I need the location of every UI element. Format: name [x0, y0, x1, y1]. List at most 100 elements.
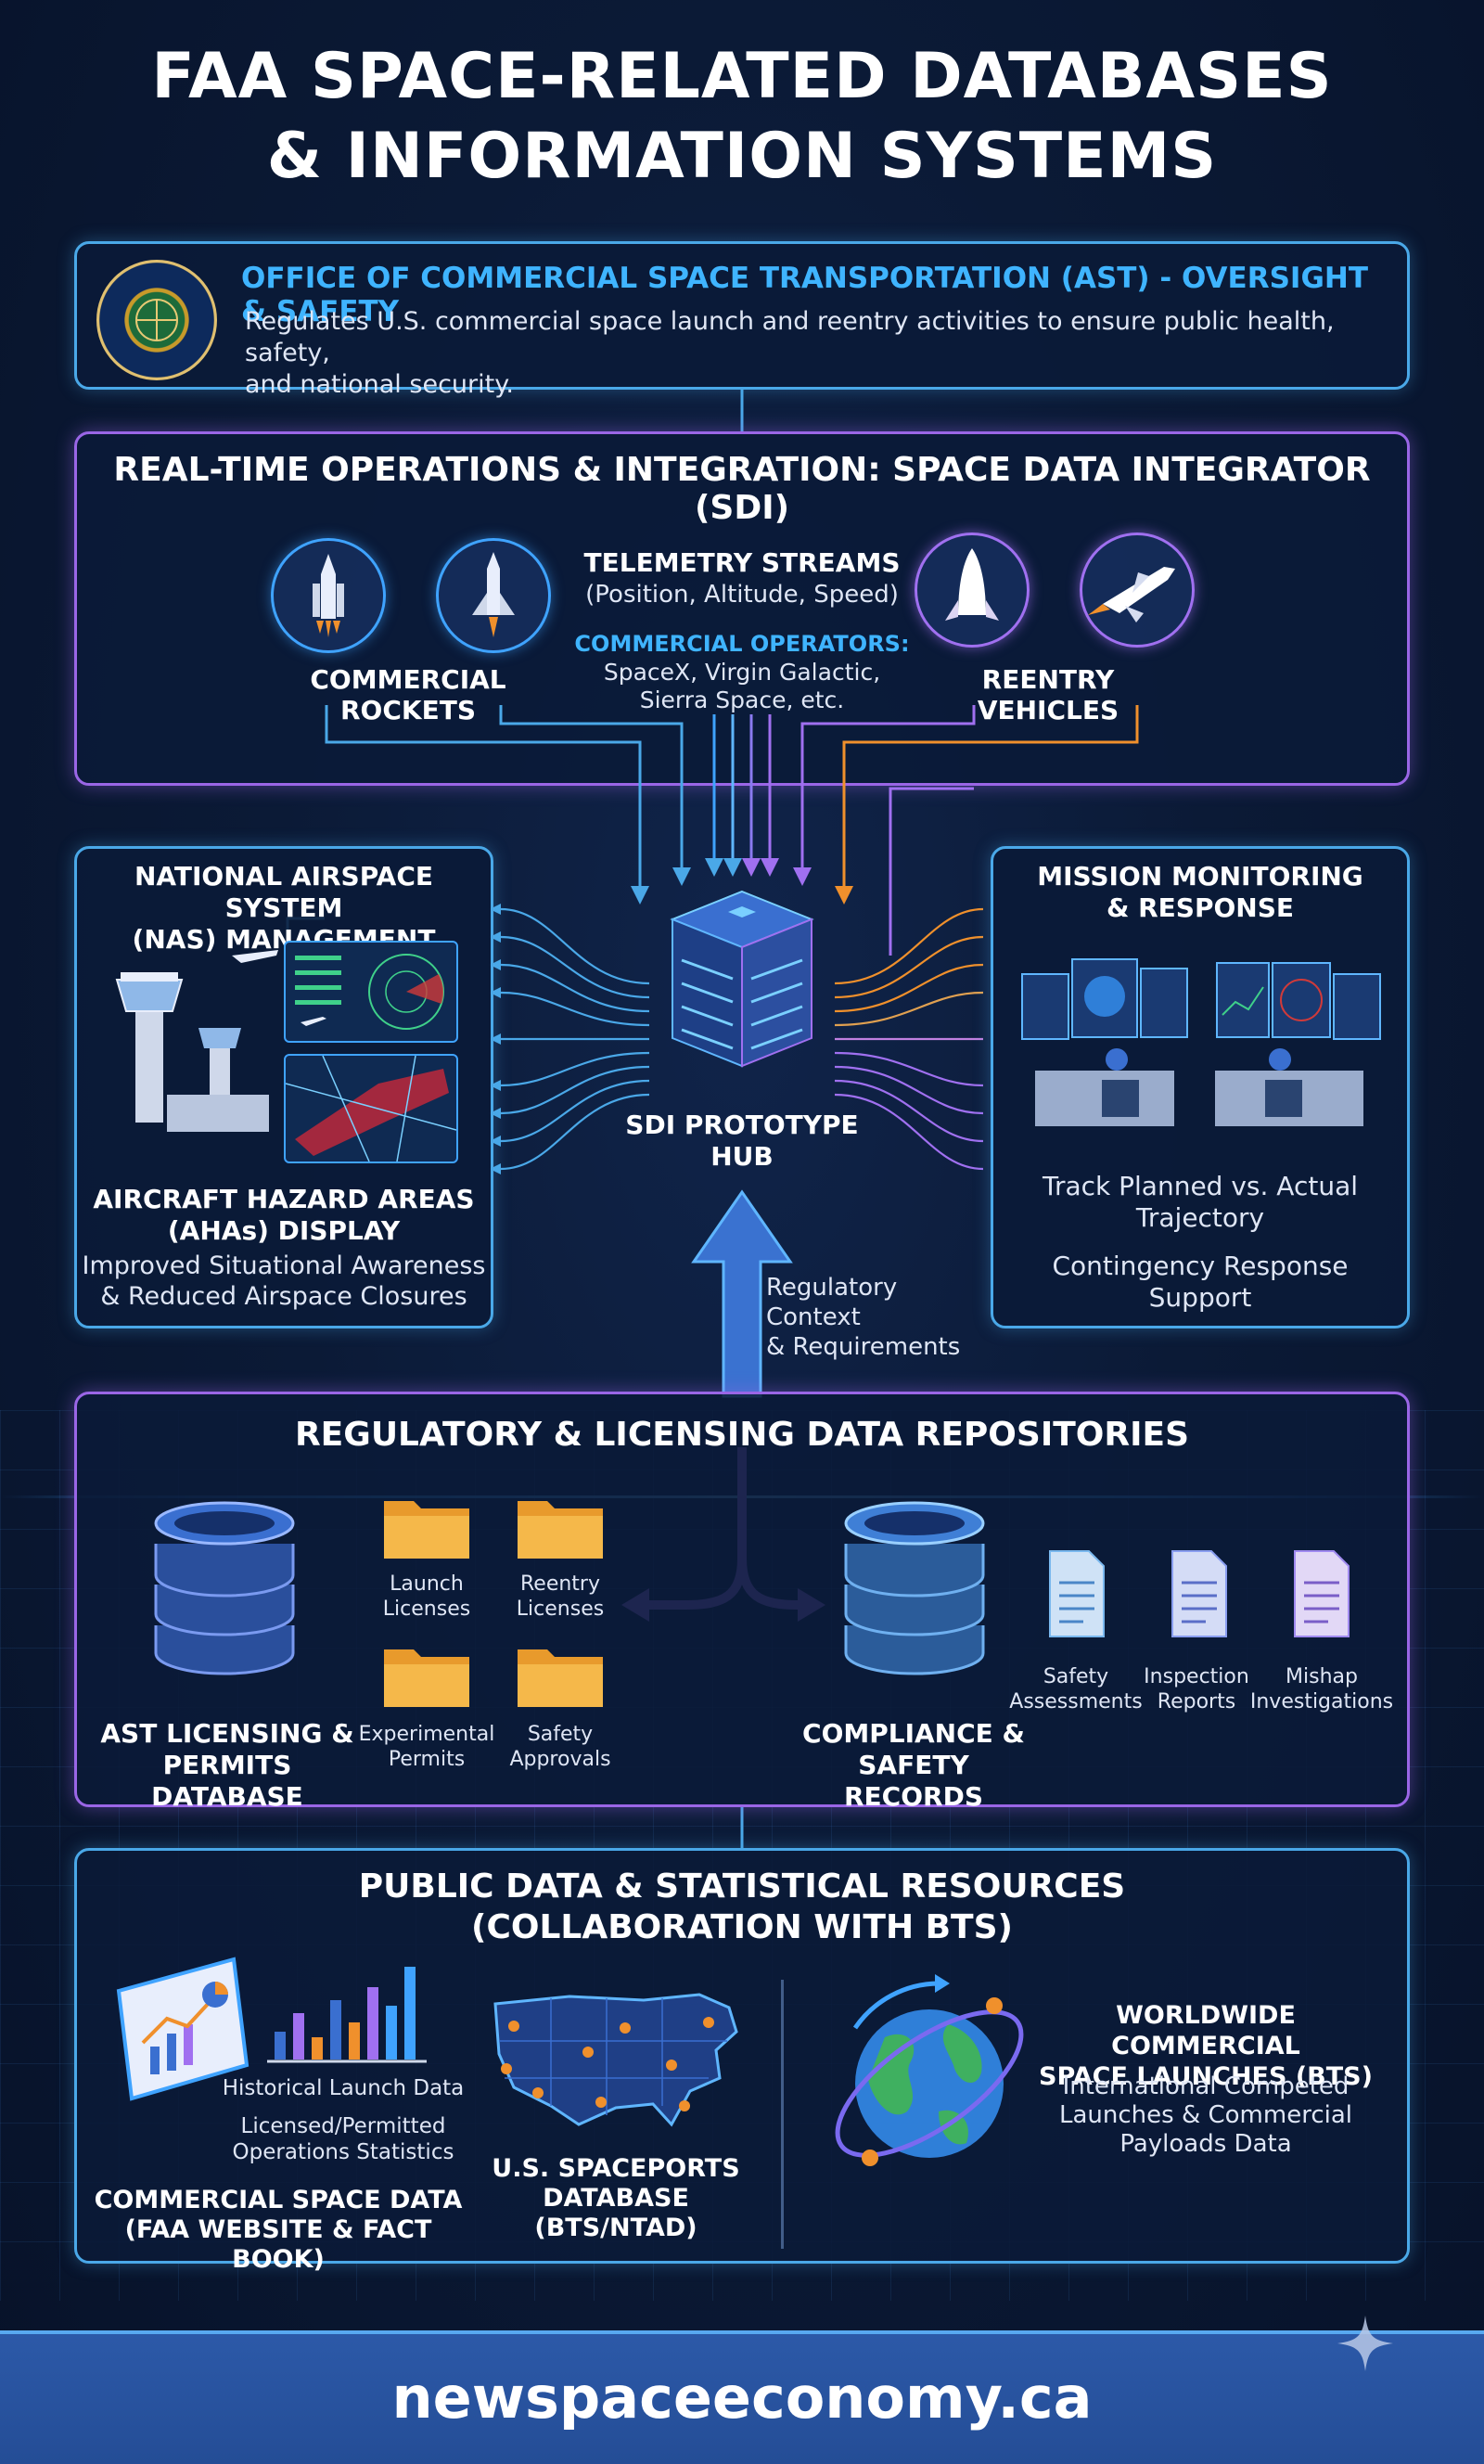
doc-label-safety-assessments: Safety Assessments — [1002, 1664, 1150, 1714]
mission-heading: MISSION MONITORING & RESPONSE — [991, 861, 1410, 924]
track-line: Trajectory — [1135, 1202, 1265, 1233]
document-icon — [1163, 1549, 1230, 1638]
spaceports-line: U.S. SPACEPORTS — [492, 2154, 740, 2183]
commercial-rockets-label: COMMERCIAL ROCKETS — [310, 664, 506, 725]
folder-label-line: Reentry — [519, 1572, 600, 1596]
folder-label-safety-approvals: Safety Approvals — [486, 1722, 634, 1772]
rocket-icon — [271, 538, 386, 653]
historical-launch-data-label: Historical Launch Data — [222, 2076, 465, 2100]
folder-icon — [382, 1494, 471, 1560]
hub-label: SDI PROTOTYPE HUB — [603, 1110, 881, 1173]
spaceports-line: DATABASE — [543, 2184, 689, 2213]
commercial-operators-title: COMMERCIAL OPERATORS: — [574, 631, 910, 657]
mission-control-desk-icon — [1017, 941, 1388, 1145]
worldwide-desc-line: Payloads Data — [1119, 2130, 1292, 2158]
footer-website-link[interactable]: newspaceeconomy.ca — [391, 2364, 1093, 2432]
bar-chart-icon — [263, 1954, 430, 2065]
ast-desc-line: Regulates U.S. commercial space launch a… — [245, 307, 1335, 367]
folder-icon — [516, 1494, 605, 1560]
doc-label-line: Mishap — [1286, 1665, 1358, 1688]
mission-heading-line: & RESPONSE — [1106, 892, 1295, 923]
us-map-icon — [486, 1976, 746, 2143]
public-data-heading: PUBLIC DATA & STATISTICAL RESOURCES (COL… — [74, 1867, 1410, 1948]
folder-label-line: Launch — [390, 1572, 464, 1596]
mission-heading-line: MISSION MONITORING — [1037, 861, 1363, 892]
ast-database-icon — [150, 1495, 299, 1681]
document-icon — [1286, 1549, 1352, 1638]
doc-label-line: Reports — [1157, 1690, 1236, 1713]
server-hub-icon — [663, 886, 821, 1072]
sparkle-icon — [1336, 2314, 1395, 2373]
section-divider — [781, 1980, 784, 2249]
worldwide-desc-line: International Competed — [1062, 2073, 1350, 2100]
title-line-2: & INFORMATION SYSTEMS — [266, 120, 1218, 193]
compliance-line: COMPLIANCE & — [802, 1718, 1025, 1749]
ast-db-line: PERMITS DATABASE — [151, 1750, 303, 1812]
ops-stats-line: Licensed/Permitted — [240, 2114, 446, 2138]
folder-label-reentry-licenses: Reentry Licenses — [486, 1572, 634, 1622]
compliance-line: SAFETY RECORDS — [843, 1750, 983, 1812]
folder-label-line: Licenses — [516, 1598, 605, 1621]
document-icon — [1041, 1549, 1107, 1638]
ast-heading: OFFICE OF COMMERCIAL SPACE TRANSPORTATIO… — [241, 262, 1368, 328]
control-tower-icon — [102, 937, 278, 1141]
folder-label-experimental-permits: Experimental Permits — [352, 1722, 501, 1772]
ast-desc-line: and national security. — [245, 370, 514, 399]
telemetry-streams-title: TELEMETRY STREAMS — [583, 547, 901, 578]
page-title: FAA SPACE-RELATED DATABASES & INFORMATIO… — [0, 37, 1484, 197]
public-heading-line: (COLLABORATION WITH BTS) — [471, 1908, 1013, 1946]
contingency-line: Contingency Response — [1052, 1251, 1349, 1281]
worldwide-desc-line: Launches & Commercial — [1059, 2101, 1352, 2129]
folder-label-launch-licenses: Launch Licenses — [352, 1572, 501, 1622]
folder-label-line: Safety — [527, 1723, 594, 1746]
ast-db-line: AST LICENSING & — [100, 1718, 354, 1749]
regulatory-heading: REGULATORY & LICENSING DATA REPOSITORIES — [294, 1416, 1190, 1454]
reentry-vehicles-label: REENTRY VEHICLES — [977, 664, 1119, 725]
operators-line: SpaceX, Virgin Galactic, — [603, 659, 881, 686]
space-shuttle-icon — [436, 538, 551, 653]
aha-display-title: AIRCRAFT HAZARD AREAS (AHAs) DISPLAY — [74, 1184, 493, 1247]
folder-label-line: Experimental — [358, 1723, 495, 1746]
folder-label-line: Licenses — [382, 1598, 471, 1621]
doc-label-line: Investigations — [1249, 1690, 1394, 1713]
doc-label-line: Inspection — [1144, 1665, 1249, 1688]
operators-line: Sierra Space, etc. — [639, 687, 845, 713]
sdi-heading: REAL-TIME OPERATIONS & INTEGRATION: SPAC… — [113, 451, 1371, 527]
spaceports-database-label: U.S. SPACEPORTS DATABASE (BTS/NTAD) — [467, 2154, 764, 2243]
telemetry-streams-subtitle: (Position, Altitude, Speed) — [585, 581, 899, 609]
public-heading-line: PUBLIC DATA & STATISTICAL RESOURCES — [358, 1867, 1126, 1906]
worldwide-description: International Competed Launches & Commer… — [1030, 2073, 1382, 2159]
aha-line: (AHAs) DISPLAY — [167, 1215, 401, 1246]
context-line: & Requirements — [766, 1333, 961, 1361]
benefit-line: & Reduced Airspace Closures — [100, 1282, 467, 1311]
context-line: Regulatory Context — [766, 1274, 898, 1331]
nas-heading: NATIONAL AIRSPACE SYSTEM (NAS) MANAGEMEN… — [74, 861, 493, 956]
hub-label-line: HUB — [710, 1141, 774, 1172]
footer-bar — [0, 2330, 1484, 2464]
spaceplane-icon — [1080, 533, 1195, 648]
contingency-text: Contingency Response Support — [991, 1251, 1410, 1314]
track-line: Track Planned vs. Actual — [1042, 1171, 1359, 1201]
worldwide-launches-label: WORLDWIDE COMMERCIAL SPACE LAUNCHES (BTS… — [1030, 2000, 1382, 2092]
nas-benefit-text: Improved Situational Awareness & Reduced… — [74, 1251, 493, 1312]
commercial-space-data-label: COMMERCIAL SPACE DATA (FAA WEBSITE & FAC… — [93, 2186, 464, 2275]
hub-label-line: SDI PROTOTYPE — [625, 1110, 859, 1140]
faa-seal-icon — [96, 260, 217, 380]
radar-screen-icon — [284, 941, 458, 1043]
doc-label-inspection-reports: Inspection Reports — [1122, 1664, 1271, 1714]
ast-panel — [74, 241, 1410, 390]
track-trajectory-text: Track Planned vs. Actual Trajectory — [991, 1171, 1410, 1234]
doc-label-mishap-investigations: Mishap Investigations — [1243, 1664, 1401, 1714]
folder-icon — [382, 1642, 471, 1709]
title-line-1: FAA SPACE-RELATED DATABASES — [151, 40, 1333, 113]
regulatory-context-label: Regulatory Context & Requirements — [766, 1273, 989, 1362]
commercial-line: (FAA WEBSITE & FACT BOOK) — [124, 2215, 432, 2274]
worldwide-line: WORLDWIDE COMMERCIAL — [1111, 2001, 1300, 2060]
compliance-database-icon — [840, 1495, 989, 1681]
ast-description: Regulates U.S. commercial space launch a… — [245, 306, 1395, 401]
operations-statistics-label: Licensed/Permitted Operations Statistics — [204, 2113, 482, 2165]
folder-label-line: Permits — [388, 1748, 466, 1771]
globe-orbit-icon — [818, 1972, 1041, 2195]
ops-stats-line: Operations Statistics — [232, 2140, 454, 2164]
